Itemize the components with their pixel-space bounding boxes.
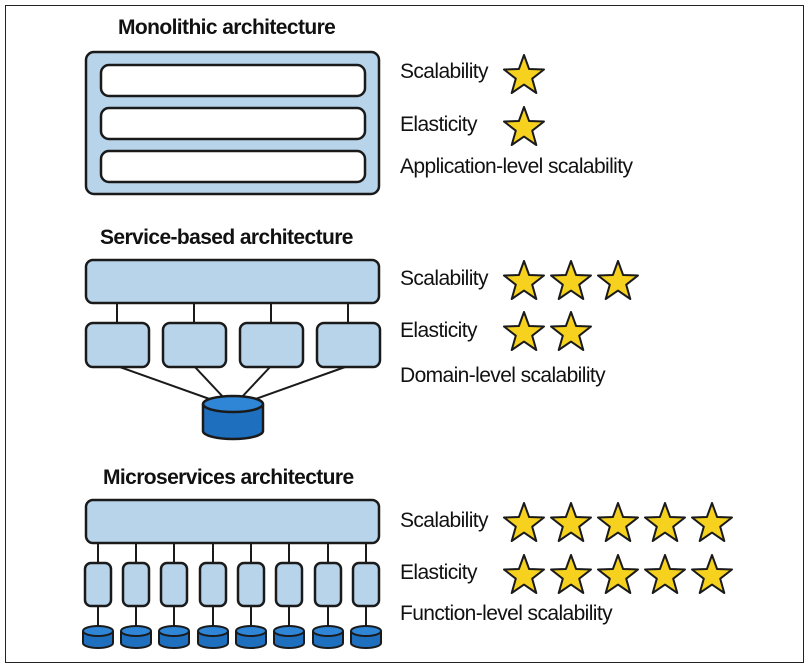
domain-service: [238, 321, 305, 369]
service-based-elasticity-label: Elasticity: [400, 319, 477, 342]
microservice: [83, 561, 113, 608]
microservice: [236, 561, 266, 608]
microservices-title: Microservices architecture: [103, 466, 354, 489]
database-icon: [158, 625, 190, 649]
star-icon: [644, 502, 686, 542]
monolithic-elasticity-label: Elasticity: [400, 113, 477, 136]
service-based-scope-label: Domain-level scalability: [400, 364, 606, 387]
service-based-title: Service-based architecture: [100, 226, 353, 249]
star-icon: [503, 54, 545, 94]
star-icon: [503, 311, 545, 351]
star-icon: [550, 502, 592, 542]
domain-service: [315, 321, 382, 369]
microservices-diagram: [82, 498, 382, 649]
star-icon: [597, 260, 639, 300]
star-icon: [550, 311, 592, 351]
service-based-scalability-rating: [503, 258, 644, 304]
domain-service: [161, 321, 228, 369]
star-icon: [503, 260, 545, 300]
service-based-elasticity-rating: [503, 309, 597, 355]
star-icon: [691, 554, 733, 594]
star-icon: [550, 260, 592, 300]
database-icon: [197, 625, 229, 649]
database-icon: [312, 625, 344, 649]
star-icon: [644, 554, 686, 594]
microservice: [159, 561, 189, 608]
monolith-diagram: [84, 50, 381, 196]
microservice: [121, 561, 151, 608]
monolithic-title: Monolithic architecture: [118, 16, 336, 39]
microservice: [198, 561, 228, 608]
shared-database-icon: [201, 394, 265, 441]
monolith-layer: [99, 106, 367, 141]
monolithic-scalability-label: Scalability: [400, 60, 489, 83]
microservices-scalability-label: Scalability: [400, 509, 489, 532]
microservices-elasticity-label: Elasticity: [400, 561, 477, 584]
domain-service: [84, 321, 151, 369]
star-icon: [503, 554, 545, 594]
microservices-elasticity-rating: [503, 552, 738, 598]
star-icon: [503, 106, 545, 146]
figure-frame: [5, 5, 804, 663]
microservice: [274, 561, 304, 608]
database-icon: [82, 625, 114, 649]
service-based-scalability-label: Scalability: [400, 267, 489, 290]
api-gateway-layer: [84, 498, 381, 545]
monolith-layer: [99, 149, 367, 184]
api-layer: [84, 258, 381, 305]
microservices-scope-label: Function-level scalability: [400, 602, 613, 625]
microservice: [351, 561, 381, 608]
database-icon: [235, 625, 267, 649]
service-based-diagram: [84, 258, 382, 441]
database-icon: [120, 625, 152, 649]
star-icon: [691, 502, 733, 542]
star-icon: [597, 554, 639, 594]
monolithic-elasticity-rating: [503, 104, 550, 150]
monolithic-scalability-rating: [503, 52, 550, 98]
microservices-scalability-rating: [503, 500, 738, 546]
database-icon: [273, 625, 305, 649]
star-icon: [597, 502, 639, 542]
monolithic-scope-label: Application-level scalability: [400, 155, 633, 178]
monolith-layer: [99, 63, 367, 98]
database-icon: [350, 625, 382, 649]
star-icon: [503, 502, 545, 542]
microservice: [313, 561, 343, 608]
star-icon: [550, 554, 592, 594]
